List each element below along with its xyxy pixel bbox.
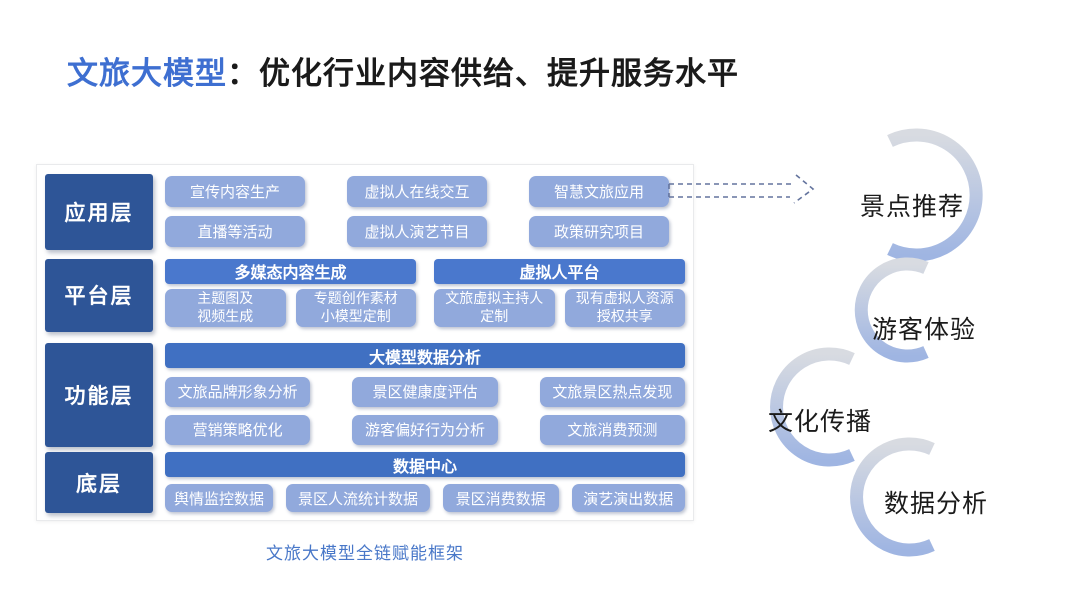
outcome-data-analysis: 数据分析 <box>884 490 989 518</box>
platform-item-line: 现有虚拟人资源 <box>575 290 674 307</box>
app-item: 智慧文旅应用 <box>529 176 669 208</box>
platform-item-line: 小模型定制 <box>320 307 391 324</box>
platform-item: 现有虚拟人资源 授权共享 <box>564 288 685 327</box>
layer-label-base: 底层 <box>45 452 153 513</box>
function-header: 大模型数据分析 <box>165 343 685 369</box>
function-item: 景区健康度评估 <box>352 376 498 407</box>
function-item: 文旅景区热点发现 <box>539 376 685 407</box>
page-title: 文旅大模型：优化行业内容供给、提升服务水平 <box>67 48 739 93</box>
layer-base: 底层 数据中心 舆情监控数据 景区人流统计数据 景区消费数据 演艺演出数据 <box>45 452 686 513</box>
platform-item: 文旅虚拟主持人 定制 <box>434 288 555 327</box>
platform-item: 专题创作素材 小模型定制 <box>295 288 416 327</box>
framework-diagram: 应用层 宣传内容生产 虚拟人在线交互 智慧文旅应用 直播等活动 虚拟人演艺节目 … <box>36 164 694 521</box>
outcome-scenic-spot-recommendation: 景点推荐 <box>860 193 965 221</box>
title-brand: 文旅大模型 <box>67 56 227 91</box>
outcome-culture-communication: 文化传播 <box>768 408 873 436</box>
outcome-visitor-experience: 游客体验 <box>872 316 977 344</box>
function-item: 文旅消费预测 <box>539 414 685 445</box>
app-item: 虚拟人在线交互 <box>347 176 487 208</box>
function-item: 营销策略优化 <box>165 414 311 445</box>
platform-item-line: 授权共享 <box>596 307 653 324</box>
app-item: 宣传内容生产 <box>165 176 305 208</box>
layer-label-application: 应用层 <box>45 174 153 250</box>
layer-content-function: 大模型数据分析 文旅品牌形象分析 景区健康度评估 文旅景区热点发现 营销策略优化… <box>165 343 685 447</box>
function-items: 文旅品牌形象分析 景区健康度评估 文旅景区热点发现 营销策略优化 游客偏好行为分… <box>165 374 685 447</box>
base-item: 舆情监控数据 <box>165 484 274 513</box>
base-items: 舆情监控数据 景区人流统计数据 景区消费数据 演艺演出数据 <box>165 484 686 513</box>
function-item: 文旅品牌形象分析 <box>165 376 311 407</box>
platform-item-line: 主题图及 <box>197 290 254 307</box>
layer-content-platform: 多媒态内容生成 主题图及 视频生成 专题创作素材 小模型定制 <box>165 258 685 333</box>
base-header: 数据中心 <box>165 452 685 478</box>
platform-group-virtual-human: 虚拟人平台 文旅虚拟主持人 定制 现有虚拟人资源 授权共享 <box>434 258 685 333</box>
app-item: 政策研究项目 <box>529 216 669 248</box>
title-rest: ：优化行业内容供给、提升服务水平 <box>227 56 739 91</box>
layer-function: 功能层 大模型数据分析 文旅品牌形象分析 景区健康度评估 文旅景区热点发现 营销… <box>45 343 685 448</box>
layer-content-base: 数据中心 舆情监控数据 景区人流统计数据 景区消费数据 演艺演出数据 <box>165 452 686 513</box>
layer-application: 应用层 宣传内容生产 虚拟人在线交互 智慧文旅应用 直播等活动 虚拟人演艺节目 … <box>45 174 685 250</box>
layer-content-application: 宣传内容生产 虚拟人在线交互 智慧文旅应用 直播等活动 虚拟人演艺节目 政策研究… <box>165 174 685 250</box>
app-item: 虚拟人演艺节目 <box>347 216 487 248</box>
platform-item-line: 视频生成 <box>197 307 254 324</box>
layer-label-platform: 平台层 <box>45 258 153 333</box>
diagram-caption: 文旅大模型全链赋能框架 <box>266 544 464 563</box>
layer-label-function: 功能层 <box>45 343 153 448</box>
application-items: 宣传内容生产 虚拟人在线交互 智慧文旅应用 直播等活动 虚拟人演艺节目 政策研究… <box>165 174 685 250</box>
platform-item-line: 定制 <box>480 307 509 324</box>
app-item: 直播等活动 <box>165 216 305 248</box>
platform-item-line: 文旅虚拟主持人 <box>445 290 544 307</box>
platform-item-line: 专题创作素材 <box>313 290 398 307</box>
platform-group-header: 虚拟人平台 <box>434 258 685 284</box>
platform-item: 主题图及 视频生成 <box>165 288 286 327</box>
base-item: 景区人流统计数据 <box>286 484 430 513</box>
base-item: 景区消费数据 <box>442 484 559 513</box>
platform-group-header: 多媒态内容生成 <box>165 258 416 284</box>
platform-group-content-gen: 多媒态内容生成 主题图及 视频生成 专题创作素材 小模型定制 <box>165 258 416 333</box>
function-item: 游客偏好行为分析 <box>352 414 498 445</box>
layer-platform: 平台层 多媒态内容生成 主题图及 视频生成 专题创作素材 小模型定制 <box>45 258 685 333</box>
base-item: 演艺演出数据 <box>571 484 686 513</box>
